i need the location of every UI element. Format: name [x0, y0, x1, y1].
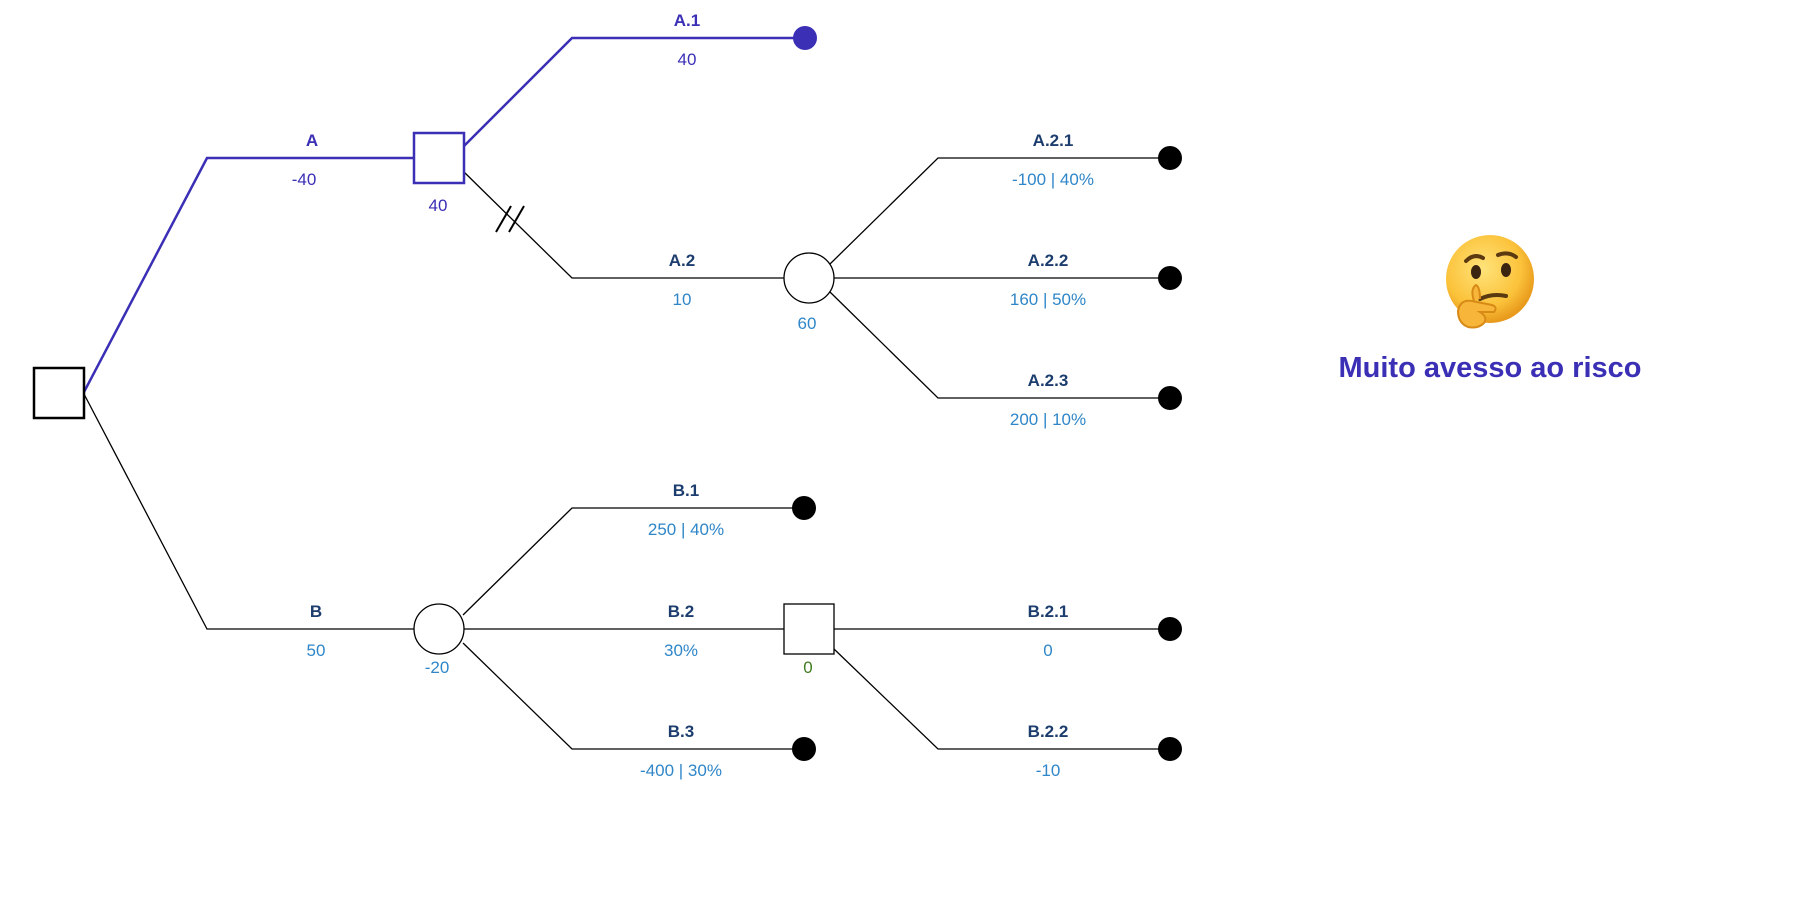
chance-node-b[interactable] [413, 603, 465, 655]
terminal-node-a23[interactable] [1158, 386, 1182, 410]
decision-node-b2[interactable] [783, 603, 835, 655]
branch-label-a1: A.1 [674, 11, 700, 30]
branch-line-b22 [833, 648, 1168, 750]
branch-value-b: 50 [307, 641, 326, 660]
node-value-decision-b2: 0 [803, 658, 812, 677]
node-value-decision-a: 40 [429, 196, 448, 215]
branch-value-a21: -100 | 40% [1012, 170, 1094, 189]
branch-label-a: A [306, 131, 318, 150]
branch-value-a2: 10 [673, 290, 692, 309]
risk-profile-caption: Muito avesso ao risco [1338, 352, 1642, 384]
branch-line-b3 [462, 642, 802, 750]
decision-node-a[interactable] [412, 131, 466, 185]
branch-line-a23 [829, 291, 1168, 399]
branch-label-a2: A.2 [669, 251, 695, 270]
branch-label-b21: B.2.1 [1028, 602, 1069, 621]
node-value-chance-a2: 60 [798, 314, 817, 333]
branch-line-a21 [829, 157, 1168, 265]
branch-value-a1: 40 [678, 50, 697, 69]
chance-node-a2[interactable] [783, 252, 835, 304]
terminal-node-a1[interactable] [793, 26, 817, 50]
terminal-node-b21[interactable] [1158, 617, 1182, 641]
branch-line-a [82, 156, 414, 393]
terminal-node-b22[interactable] [1158, 737, 1182, 761]
branch-label-a23: A.2.3 [1028, 371, 1069, 390]
branch-label-a22: A.2.2 [1028, 251, 1069, 270]
branch-value-a22: 160 | 50% [1010, 290, 1086, 309]
branch-value-a23: 200 | 10% [1010, 410, 1086, 429]
branch-value-b2: 30% [664, 641, 698, 660]
prune-mark [495, 205, 512, 233]
node-value-chance-b: -20 [425, 658, 450, 677]
branch-line-a1 [462, 36, 802, 148]
branch-value-b22: -10 [1036, 761, 1061, 780]
branch-value-b3: -400 | 30% [640, 761, 722, 780]
branch-line-a2 [462, 170, 784, 279]
branch-label-b: B [310, 602, 322, 621]
branch-line-b1 [462, 507, 802, 616]
branch-label-b3: B.3 [668, 722, 694, 741]
terminal-node-b3[interactable] [792, 737, 816, 761]
terminal-node-b1[interactable] [792, 496, 816, 520]
thinking-face-icon [1440, 233, 1540, 333]
branch-value-a: -40 [292, 170, 317, 189]
branch-label-b22: B.2.2 [1028, 722, 1069, 741]
branch-label-b1: B.1 [673, 481, 699, 500]
branch-label-b2: B.2 [668, 602, 694, 621]
root-decision-node[interactable] [32, 366, 86, 420]
branch-value-b1: 250 | 40% [648, 520, 724, 539]
terminal-node-a22[interactable] [1158, 266, 1182, 290]
branch-value-b21: 0 [1043, 641, 1052, 660]
prune-mark [508, 205, 525, 233]
terminal-node-a21[interactable] [1158, 146, 1182, 170]
branch-label-a21: A.2.1 [1033, 131, 1074, 150]
branch-line-b [83, 393, 414, 630]
